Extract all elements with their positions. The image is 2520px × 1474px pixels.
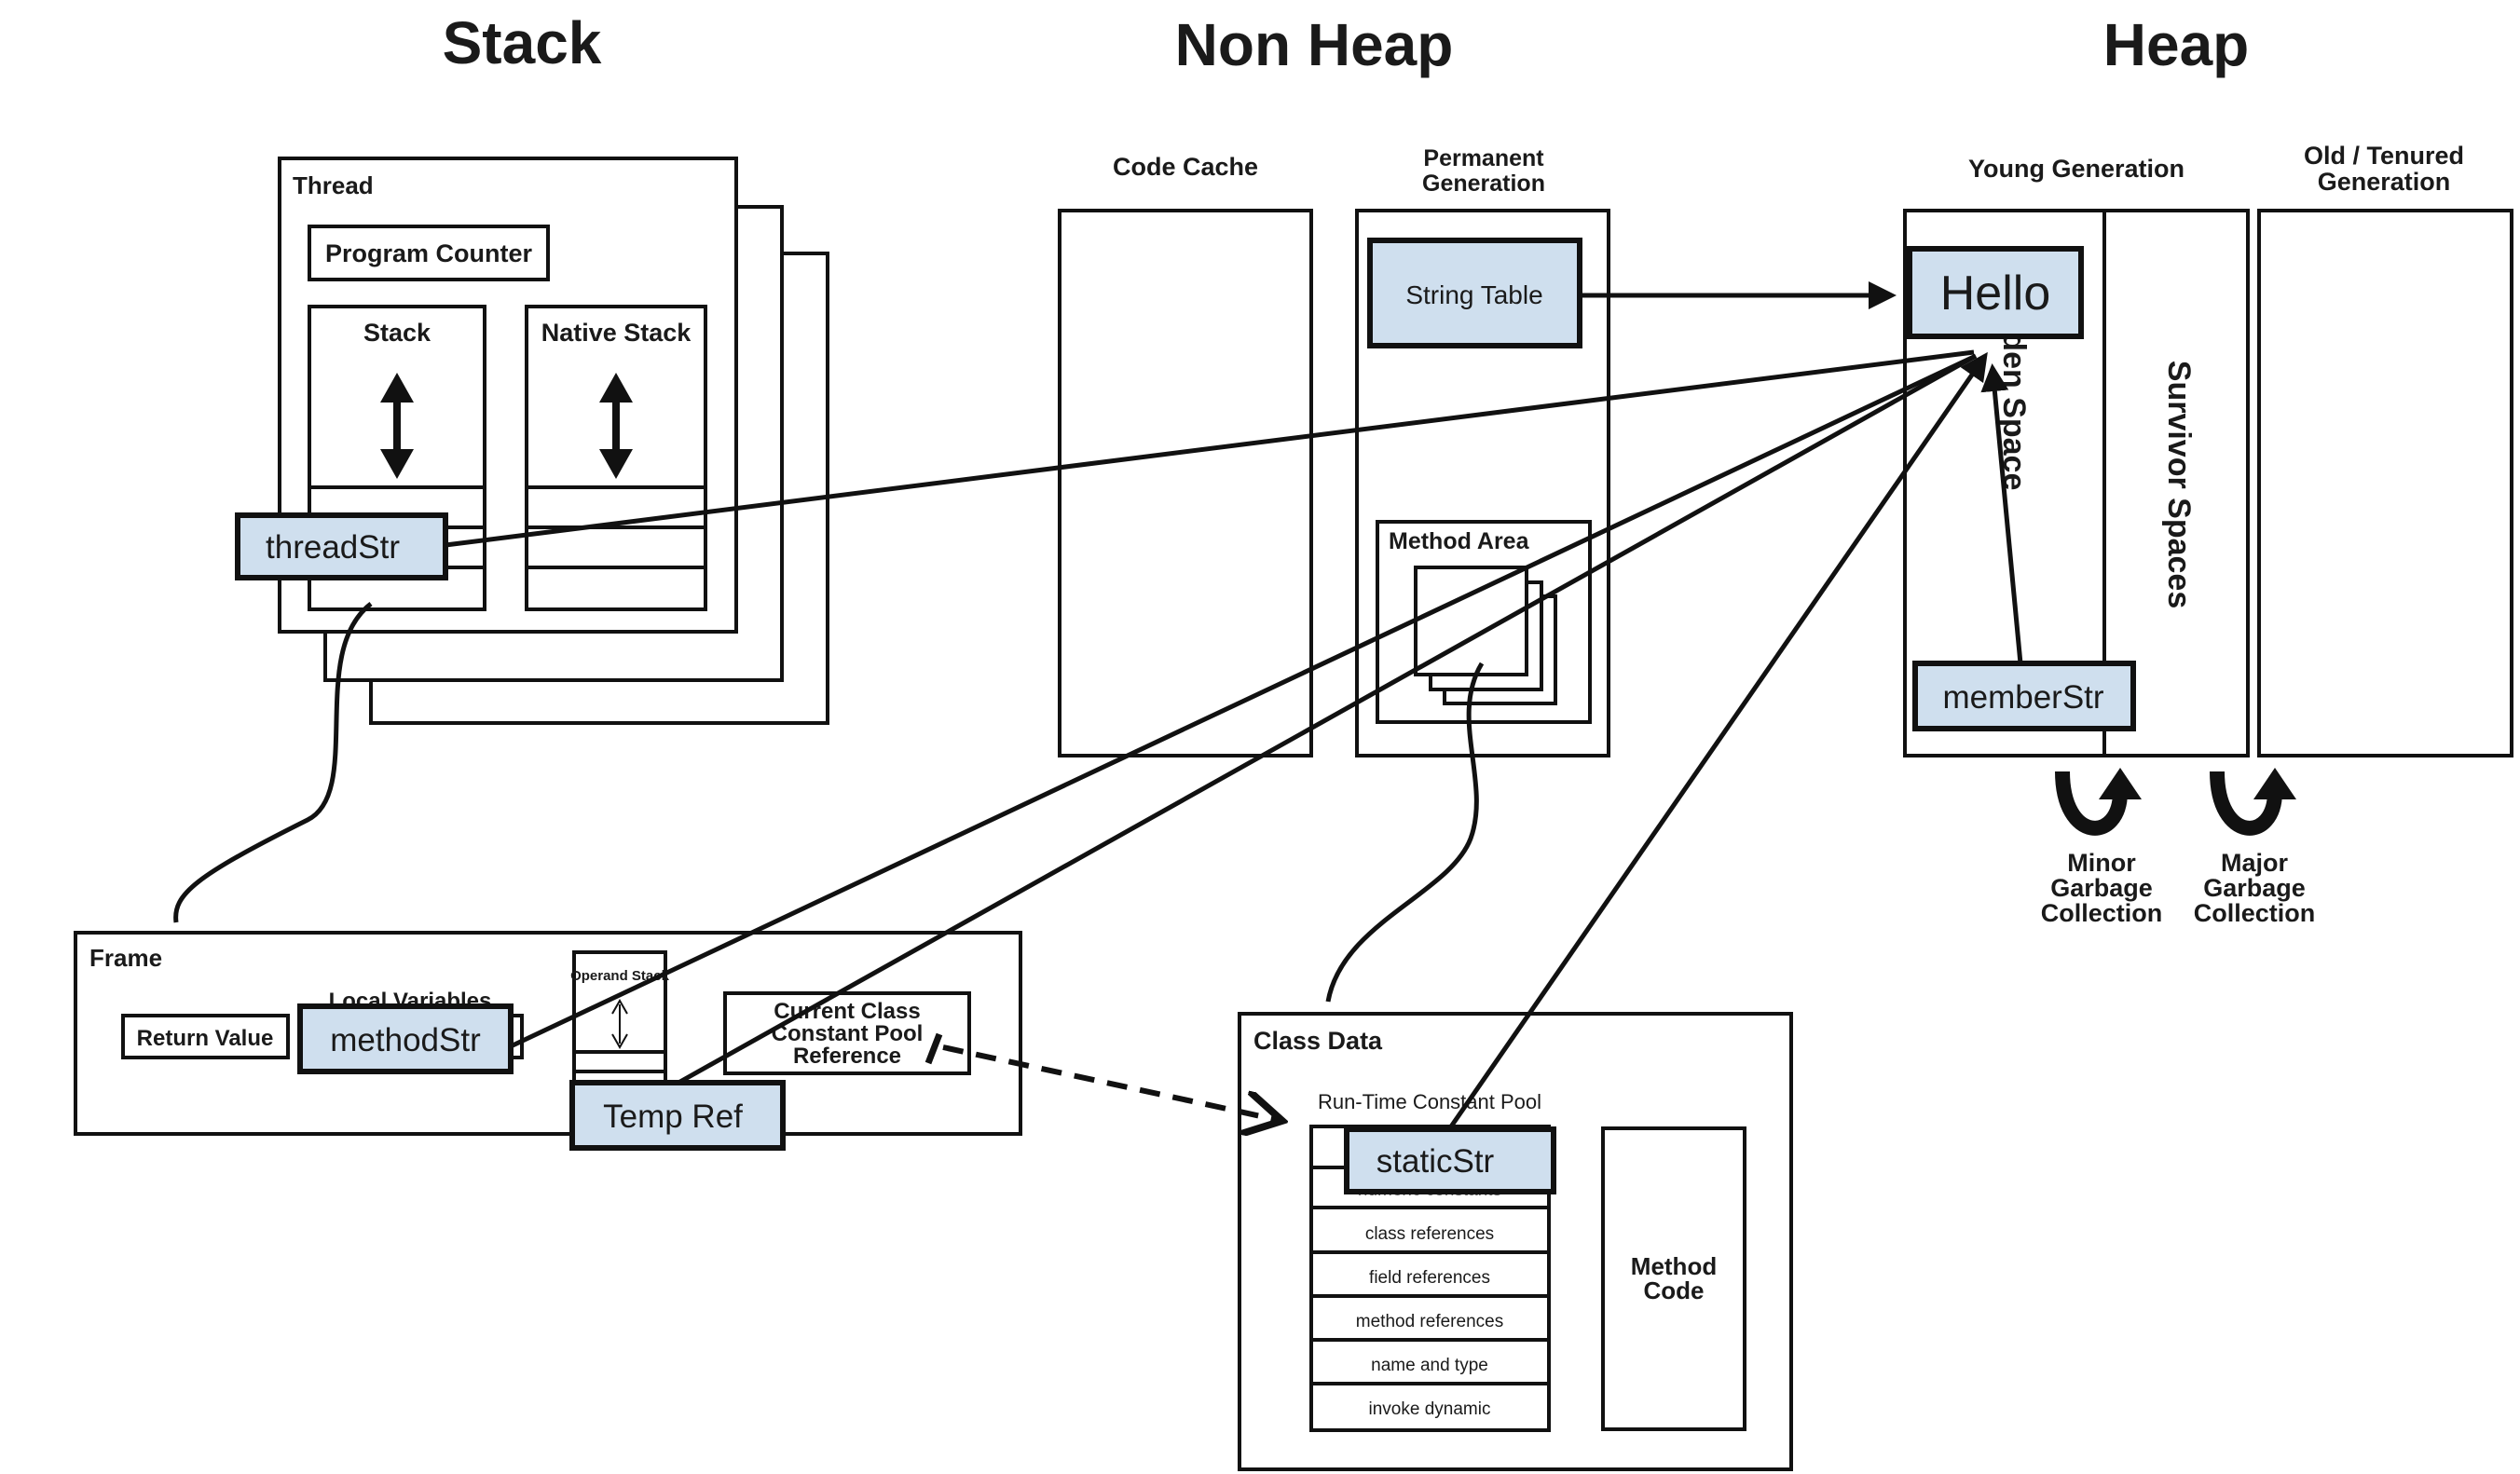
method-area-to-class-data-connector xyxy=(1325,662,1485,1003)
methodstr-to-hello-arrow xyxy=(509,353,1978,1049)
young-generation-label: Young Generation xyxy=(1968,155,2184,183)
staticstr-label: staticStr xyxy=(1376,1143,1495,1180)
pool-row-class-references: class references xyxy=(1365,1224,1494,1244)
code-cache-label: Code Cache xyxy=(1113,153,1258,181)
memberstr-box xyxy=(1912,661,2136,731)
pool-row-name-and-type: name and type xyxy=(1371,1356,1488,1375)
memberstr-to-hello-arrow xyxy=(1980,363,2023,664)
methodstr-box xyxy=(297,1003,514,1074)
operand-stack-label: Operand Stack xyxy=(570,968,670,984)
old-generation-label-line2: Generation xyxy=(2318,168,2451,196)
section-title-heap: Heap xyxy=(2103,11,2250,78)
major-gc-label-line2: Garbage xyxy=(2203,874,2306,902)
stack-double-arrow-icon xyxy=(380,373,414,479)
program-counter-box xyxy=(308,225,550,281)
major-gc-label-line3: Collection xyxy=(2194,899,2316,927)
threadstr-box xyxy=(235,512,448,580)
minor-gc-label-line3: Collection xyxy=(2041,899,2163,927)
pool-row-invoke-dynamic: invoke dynamic xyxy=(1369,1399,1491,1419)
minor-gc-label-line2: Garbage xyxy=(2050,874,2153,902)
return-value-box xyxy=(121,1014,290,1059)
stack-label: Stack xyxy=(363,319,431,347)
method-code-label-line1: Method xyxy=(1631,1252,1717,1280)
permanent-generation-label-line2: Generation xyxy=(1422,171,1545,197)
frame-label: Frame xyxy=(89,944,162,972)
survivor-spaces-label: Survivor Spaces xyxy=(2161,361,2197,608)
tempref-label: Temp Ref xyxy=(603,1099,743,1135)
tempref-to-hello-arrow xyxy=(677,353,1978,1085)
hello-box xyxy=(1907,246,2084,339)
section-title-non-heap: Non Heap xyxy=(1175,11,1454,78)
tempref-box xyxy=(569,1080,786,1151)
class-data-label: Class Data xyxy=(1253,1027,1383,1055)
native-stack-label: Native Stack xyxy=(541,319,692,347)
current-class-pointer-tick xyxy=(924,1032,943,1065)
operand-stack-arrow-icon xyxy=(611,998,628,1050)
code-cache-box xyxy=(1058,209,1313,757)
string-table-label: String Table xyxy=(1405,280,1542,309)
section-title-stack: Stack xyxy=(443,9,602,76)
major-gc-arrow-icon xyxy=(2210,768,2296,836)
major-gc-label-line1: Major xyxy=(2221,849,2289,877)
current-class-label-line3: Reference xyxy=(793,1044,901,1069)
threadstr-to-hello-arrow xyxy=(445,349,1975,548)
pool-row-field-references: field references xyxy=(1369,1268,1490,1288)
staticstr-box xyxy=(1344,1126,1556,1194)
method-code-box xyxy=(1601,1126,1746,1431)
program-counter-label: Program Counter xyxy=(325,239,533,267)
memberstr-label: memberStr xyxy=(1942,679,2103,716)
runtime-constant-pool-label: Run-Time Constant Pool xyxy=(1318,1090,1541,1113)
minor-gc-label-line1: Minor xyxy=(2067,849,2136,877)
pool-row-method-references: method references xyxy=(1356,1312,1503,1331)
permanent-generation-label-line1: Permanent xyxy=(1423,145,1544,171)
threadstr-label: threadStr xyxy=(266,529,400,566)
method-code-label-line2: Code xyxy=(1644,1276,1705,1304)
return-value-label: Return Value xyxy=(137,1026,274,1051)
minor-gc-arrow-icon xyxy=(2055,768,2142,836)
current-class-label-line2: Constant Pool xyxy=(772,1021,924,1046)
hello-label: Hello xyxy=(1940,266,2051,321)
methodstr-label: methodStr xyxy=(330,1022,481,1058)
current-class-label-line1: Current Class xyxy=(774,999,920,1024)
old-generation-label-line1: Old / Tenured xyxy=(2304,142,2464,170)
staticstr-to-hello-arrow xyxy=(1446,351,1988,1131)
method-area-label: Method Area xyxy=(1389,528,1530,554)
constant-pool-reference-arrow xyxy=(942,1044,1282,1121)
thread-label: Thread xyxy=(293,171,374,199)
old-generation-box xyxy=(2257,209,2513,757)
string-table-box xyxy=(1367,238,1582,348)
native-stack-double-arrow-icon xyxy=(599,373,633,479)
thread-to-frame-connector xyxy=(173,602,373,923)
